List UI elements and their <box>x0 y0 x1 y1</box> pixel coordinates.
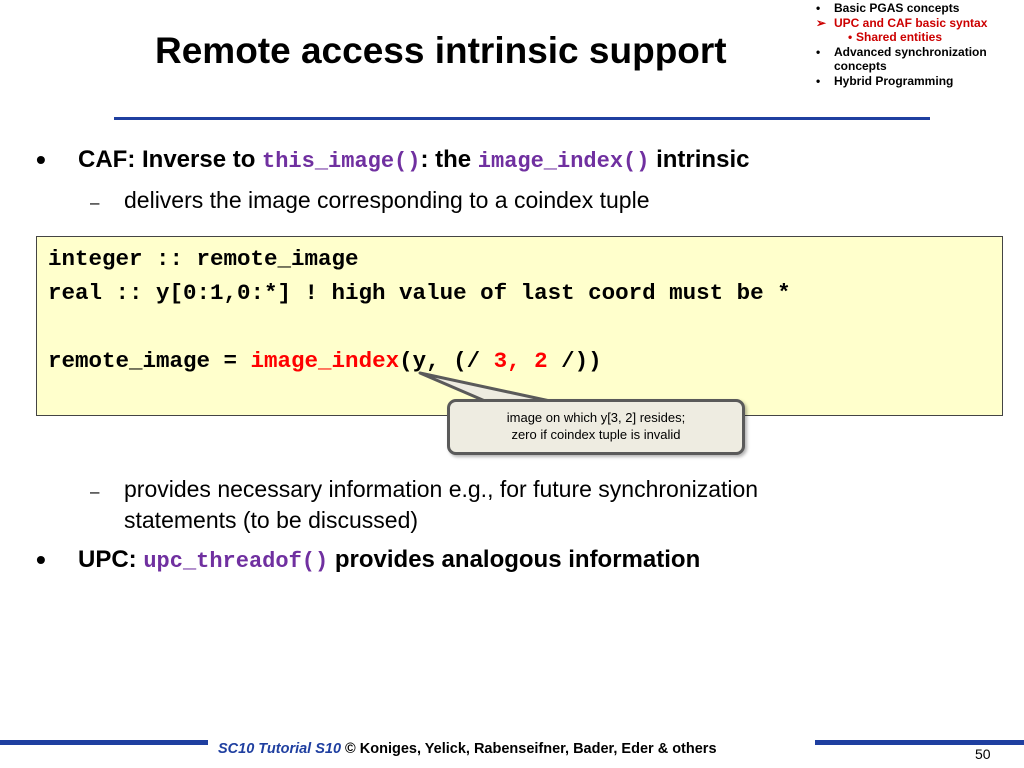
bullet-icon: • <box>36 144 46 175</box>
bullet-icon: • <box>816 1 821 15</box>
footer-rule-left <box>0 740 208 745</box>
code-fn-image-index: image_index <box>250 348 400 374</box>
bullet-icon: • <box>816 44 821 59</box>
code-line-4: remote_image = image_index(y, (/ 3, 2 /)… <box>48 348 602 374</box>
code-block: integer :: remote_image real :: y[0:1,0:… <box>36 236 1003 416</box>
outline-nav: • Basic PGAS concepts ➢ UPC and CAF basi… <box>810 1 1024 88</box>
footer-tutorial-name: SC10 Tutorial S10 <box>218 741 342 757</box>
bullet-icon: • <box>816 73 821 88</box>
arrow-icon: ➢ <box>816 15 827 30</box>
sub-bullet-provides: – provides necessary information e.g., f… <box>90 476 759 533</box>
slide-title: Remote access intrinsic support <box>155 30 727 71</box>
bullet-upc: • UPC: upc_threadof() provides analogous… <box>36 544 701 575</box>
sub-bullet-delivers: – delivers the image corresponding to a … <box>90 185 650 216</box>
code-text: integer :: remote_image real :: y[0:1,0:… <box>48 242 791 378</box>
footer-rule-right <box>815 740 1024 745</box>
nav-item-upc-caf-syntax[interactable]: ➢ UPC and CAF basic syntax <box>816 15 988 30</box>
page-number: 50 <box>975 746 991 762</box>
code-upc-threadof: upc_threadof() <box>143 549 329 574</box>
code-coindex-values: 3, 2 <box>493 348 548 374</box>
footer-credits: SC10 Tutorial S10 © Koniges, Yelick, Rab… <box>218 741 717 757</box>
dash-icon: – <box>90 482 100 501</box>
bullet-icon: • <box>36 544 46 575</box>
bullet-caf: • CAF: Inverse to this_image(): the imag… <box>36 144 750 175</box>
nav-item-advanced-sync[interactable]: • Advanced synchronization concepts <box>816 44 987 74</box>
code-line-1: integer :: remote_image <box>48 246 359 272</box>
bullet-icon: • <box>848 30 853 44</box>
code-image-index: image_index() <box>477 149 650 174</box>
title-divider <box>114 117 930 120</box>
callout-line-1: image on which y[3, 2] resides; <box>506 410 686 425</box>
code-line-2: real :: y[0:1,0:*] ! high value of last … <box>48 280 791 306</box>
code-this-image: this_image() <box>262 149 421 174</box>
annotation-callout: image on which y[3, 2] resides; zero if … <box>447 399 745 455</box>
nav-item-basic-pgas[interactable]: • Basic PGAS concepts <box>816 1 960 15</box>
dash-icon: – <box>90 193 100 212</box>
callout-line-2: zero if coindex tuple is invalid <box>511 427 681 442</box>
nav-item-hybrid-programming[interactable]: • Hybrid Programming <box>816 73 954 88</box>
nav-subitem-shared-entities[interactable]: • Shared entities <box>848 30 943 44</box>
